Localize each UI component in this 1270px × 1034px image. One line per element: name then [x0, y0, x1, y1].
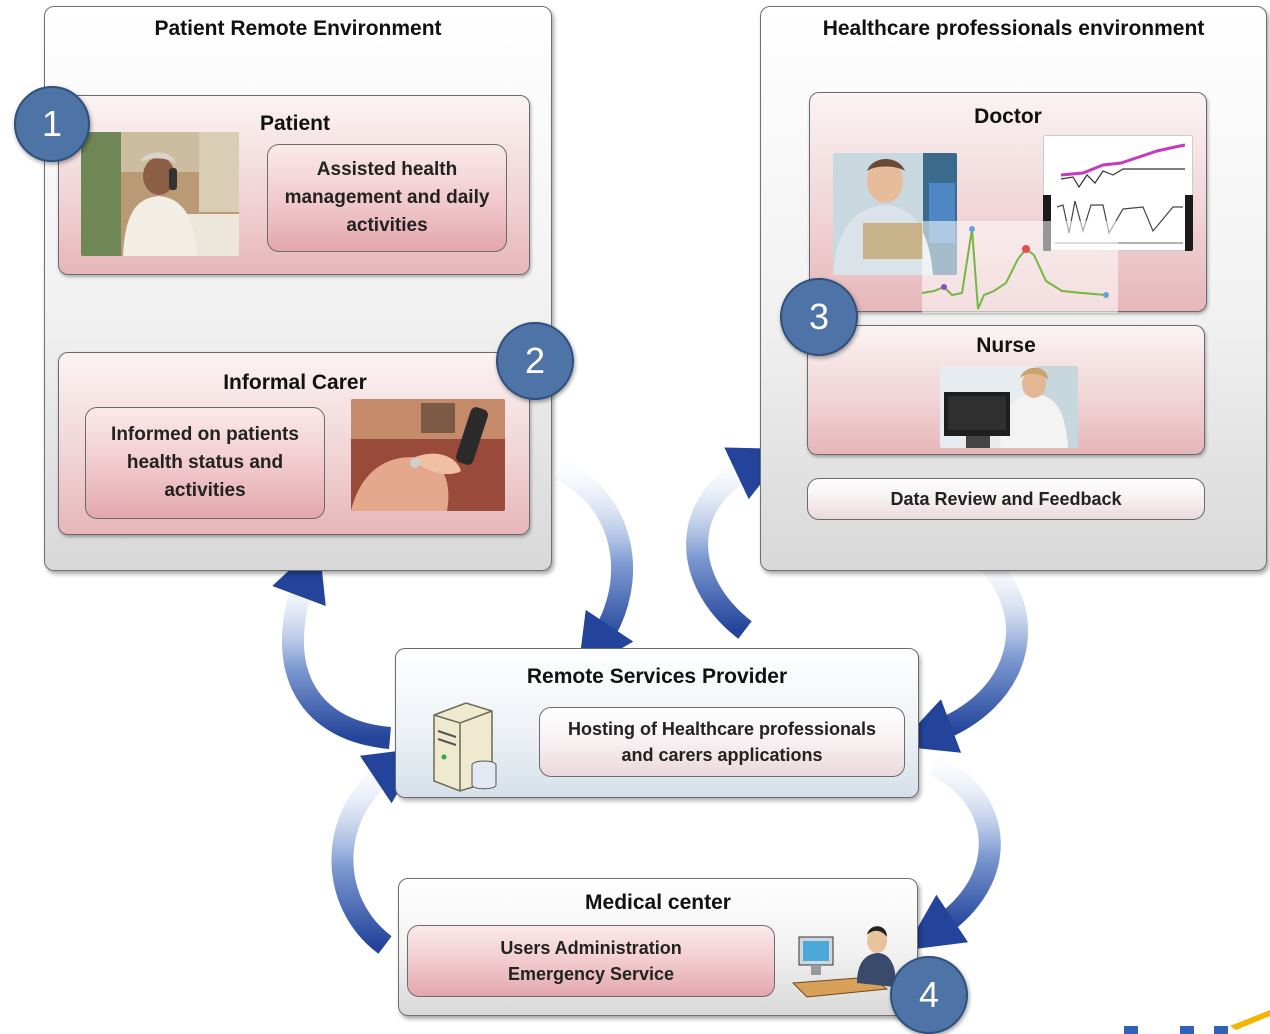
arrow-hp-env-to-provider [897, 557, 1028, 753]
doctor-ecg-image [922, 221, 1118, 313]
step-badge-2: 2 [496, 322, 574, 400]
remote-services-provider-panel: Remote Services Provider Hosting of Heal… [395, 648, 919, 798]
patient-title: Patient [259, 112, 330, 135]
hp-env-title: Healthcare professionals environment [822, 17, 1205, 40]
patient-env-title: Patient Remote Environment [154, 17, 442, 40]
emergency-service-label: Emergency Service [507, 964, 675, 984]
arrow-provider-to-medical [904, 755, 1001, 951]
step-badge-3: 3 [780, 278, 858, 356]
provider-hosting-box: Hosting of Healthcare professionals and … [539, 707, 905, 777]
nurse-photo [940, 366, 1078, 448]
arrow-provider-to-patient-env [272, 542, 392, 749]
carer-status-box: Informed on patients health status and a… [85, 407, 325, 519]
informal-carer-panel: Informal Carer Informed on patients heal… [58, 352, 530, 535]
doctor-photo [833, 153, 957, 275]
nurse-title: Nurse [976, 334, 1036, 357]
doctor-title: Doctor [974, 105, 1042, 128]
patient-panel: Patient Assisted health management and d… [58, 95, 530, 275]
medical-center-panel: Medical center Users Administration Emer… [398, 878, 918, 1016]
logo-fragment [1118, 1002, 1270, 1034]
step-badge-4: 4 [890, 956, 968, 1034]
patient-photo [81, 132, 239, 256]
arrow-provider-to-hp-env [686, 447, 789, 639]
data-review-feedback-box: Data Review and Feedback [807, 478, 1205, 520]
arrow-medical-to-provider [331, 747, 424, 954]
medical-services-box: Users Administration Emergency Service [407, 925, 775, 997]
operator-icon [791, 923, 903, 1009]
carer-title: Informal Carer [223, 371, 367, 394]
nurse-panel: Nurse [807, 325, 1205, 455]
users-administration-label: Users Administration [500, 938, 682, 958]
patient-activities-box: Assisted health management and daily act… [267, 144, 507, 252]
medical-title: Medical center [585, 891, 731, 914]
step-badge-1: 1 [14, 86, 90, 162]
provider-title: Remote Services Provider [526, 665, 788, 688]
arrow-patient-env-to-provider [555, 460, 634, 674]
server-icon [426, 697, 506, 793]
doctor-panel: Doctor [809, 92, 1207, 313]
carer-photo [351, 399, 505, 511]
